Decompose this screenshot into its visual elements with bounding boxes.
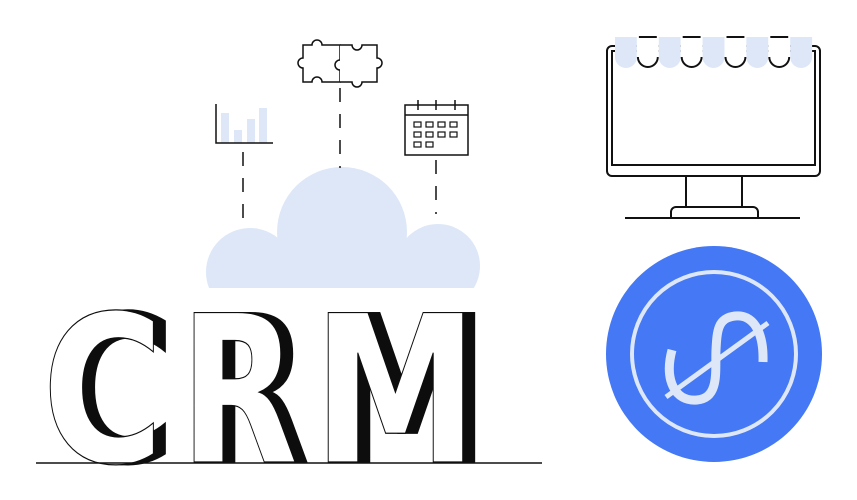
connector-lines: [242, 88, 437, 226]
awning-stripe-outline: [636, 36, 659, 68]
awning-stripe: [658, 37, 681, 68]
letter-c: C: [42, 273, 164, 500]
awning-stripe: [768, 37, 791, 68]
awning-stripe: [636, 37, 659, 68]
storefront-monitor-icon: [606, 45, 821, 219]
awning: [615, 36, 813, 68]
awning-stripe: [746, 37, 769, 68]
awning-stripe: [680, 37, 703, 68]
bar-chart-icon: [215, 104, 273, 144]
awning-stripe-outline: [680, 36, 703, 68]
awning-stripe: [790, 37, 813, 68]
dollar-coin-icon: [606, 246, 822, 462]
awning-stripe: [615, 37, 637, 68]
awning-stripe: [702, 37, 725, 68]
letter-m: M: [313, 273, 478, 500]
letter-r: R: [180, 273, 298, 500]
puzzle-icon: [297, 39, 383, 88]
awning-stripe-outline: [768, 36, 791, 68]
awning-stripe-outline: [724, 36, 747, 68]
calendar-icon: [404, 100, 469, 156]
awning-stripe: [724, 37, 747, 68]
crm-wordmark: C R M: [41, 272, 478, 500]
cloud-icon: [206, 167, 480, 288]
